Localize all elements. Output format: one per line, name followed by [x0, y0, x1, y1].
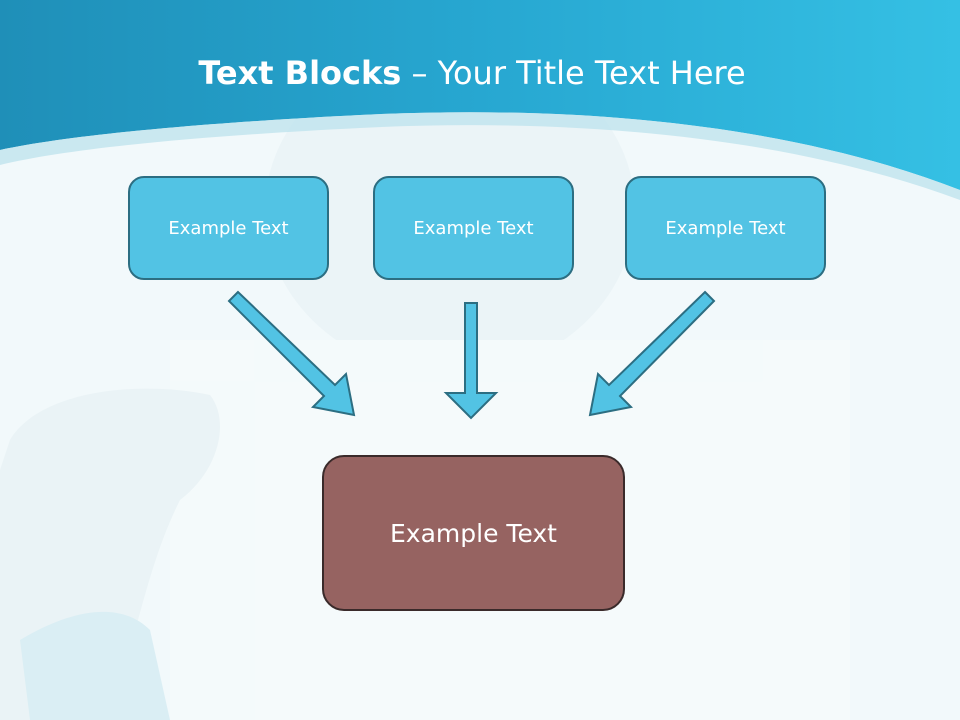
- target-block-label: Example Text: [390, 518, 557, 548]
- text-block-3[interactable]: Example Text: [625, 176, 826, 280]
- text-block-label: Example Text: [665, 217, 786, 239]
- title-rest: Your Title Text Here: [437, 54, 746, 92]
- target-block[interactable]: Example Text: [322, 455, 625, 611]
- text-block-label: Example Text: [168, 217, 289, 239]
- background-photo: [0, 45, 850, 720]
- title-bold: Text Blocks: [198, 54, 402, 92]
- text-block-label: Example Text: [413, 217, 534, 239]
- header-band: [0, 0, 960, 190]
- text-block-1[interactable]: Example Text: [128, 176, 329, 280]
- text-block-2[interactable]: Example Text: [373, 176, 574, 280]
- title-dash: –: [401, 54, 438, 92]
- page-title: Text Blocks – Your Title Text Here: [0, 54, 944, 92]
